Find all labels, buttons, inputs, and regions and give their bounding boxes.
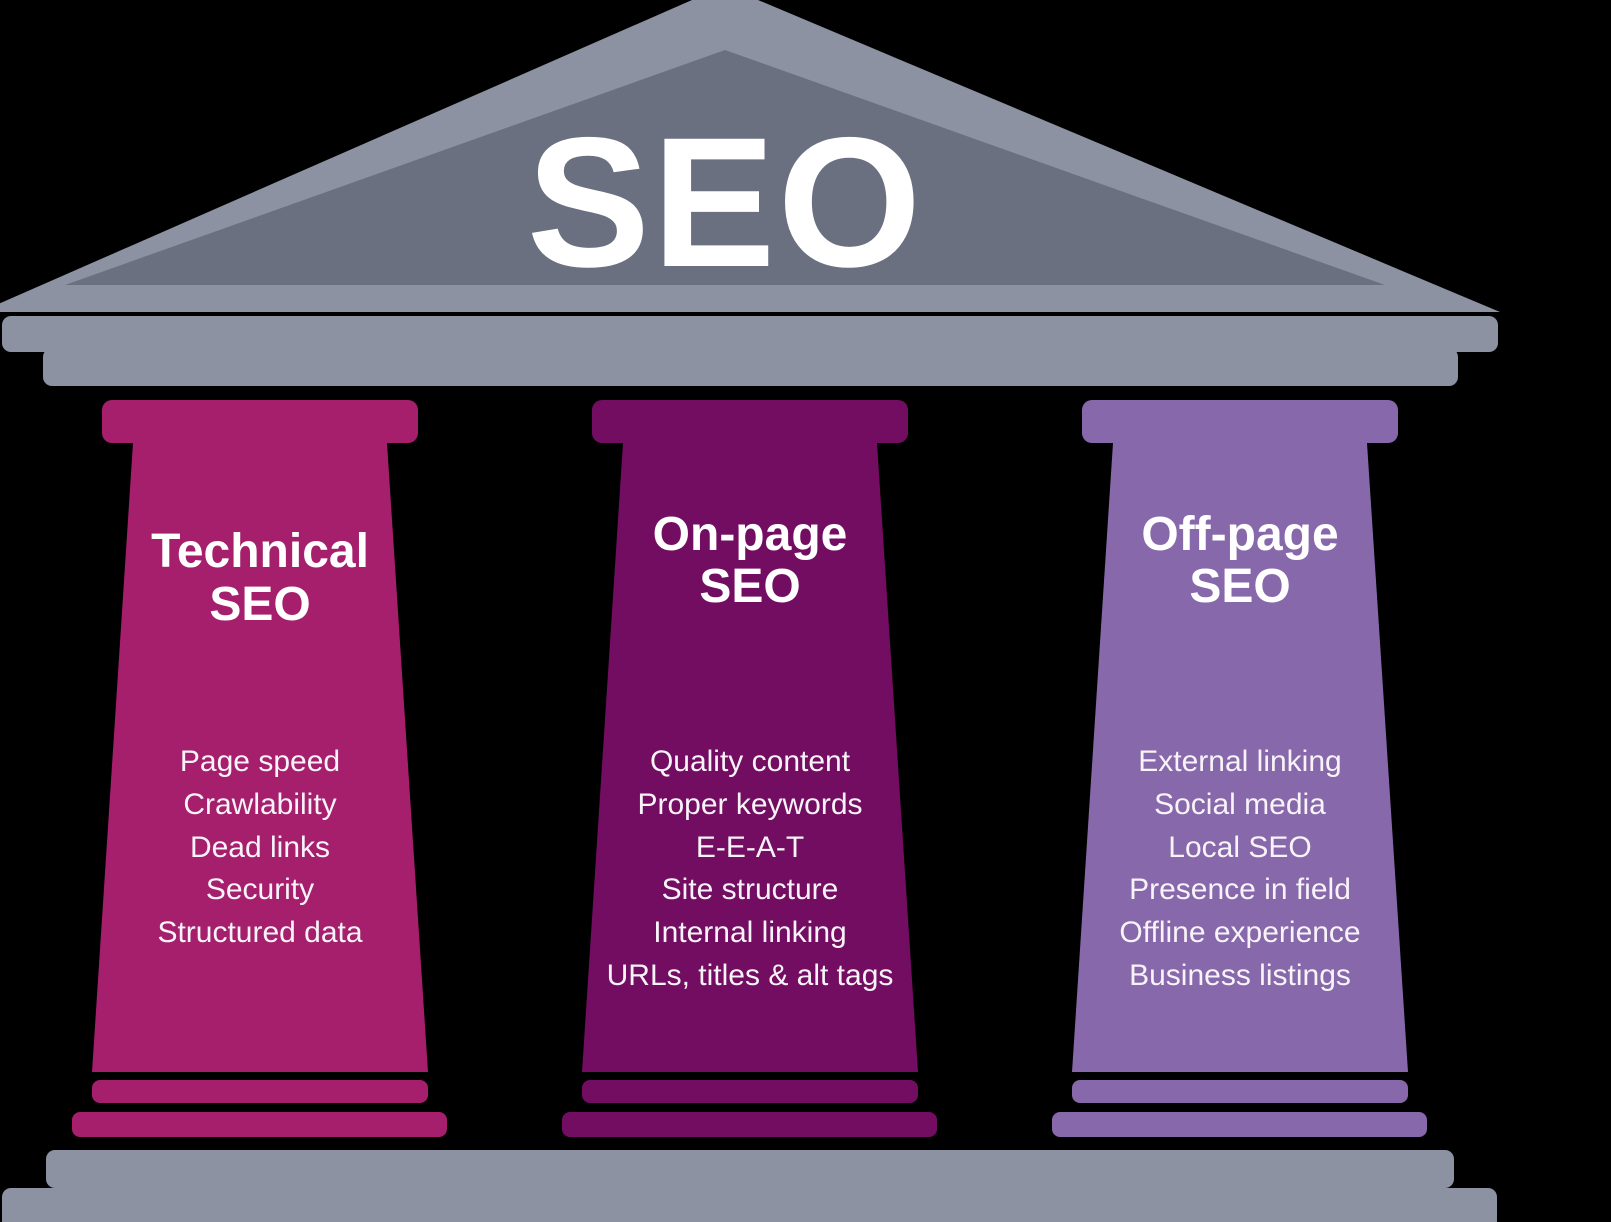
pediment: SEO [0, 0, 1500, 312]
list-item: Crawlability [183, 788, 336, 821]
pillar-technical-capital [102, 400, 418, 443]
list-item: Business listings [1129, 959, 1351, 992]
pillar-off-page-seo: Off-page SEO External linking Social med… [1052, 400, 1427, 1137]
pillar-technical-heading-line2: SEO [209, 578, 310, 631]
pillar-on-page-base-upper [582, 1080, 918, 1103]
pillar-technical-base-upper [92, 1080, 428, 1103]
list-item: External linking [1138, 745, 1341, 778]
list-item: Internal linking [653, 916, 846, 949]
pillar-technical-items: Page speed Crawlability Dead links Secur… [157, 745, 362, 949]
list-item: URLs, titles & alt tags [607, 959, 894, 992]
pillar-off-page-base-upper [1072, 1080, 1408, 1103]
pillar-off-page-heading-line1: Off-page [1141, 508, 1338, 561]
entablature [2, 316, 1498, 386]
list-item: Presence in field [1129, 873, 1351, 906]
pillar-off-page-heading-line2: SEO [1189, 560, 1290, 613]
pediment-inner-panel [65, 50, 1385, 285]
list-item: Offline experience [1119, 916, 1360, 949]
list-item: Site structure [662, 873, 839, 906]
pillar-on-page-seo: On-page SEO Quality content Proper keywo… [562, 400, 937, 1137]
base-step-upper [46, 1150, 1454, 1188]
pillar-on-page-capital [592, 400, 908, 443]
pillar-on-page-shaft [582, 443, 918, 1072]
pillar-on-page-items: Quality content Proper keywords E-E-A-T … [607, 745, 894, 992]
pillar-off-page-items: External linking Social media Local SEO … [1119, 745, 1360, 992]
list-item: E-E-A-T [696, 831, 804, 864]
pillar-off-page-capital [1082, 400, 1398, 443]
list-item: Quality content [650, 745, 851, 778]
pillar-on-page-heading-line1: On-page [653, 508, 848, 561]
pillar-on-page-base-lower [562, 1112, 937, 1137]
pillar-technical-seo: Technical SEO Page speed Crawlability De… [72, 400, 447, 1137]
base-steps [2, 1150, 1497, 1222]
list-item: Structured data [157, 916, 362, 949]
pediment-title: SEO [527, 100, 924, 306]
list-item: Dead links [190, 831, 330, 864]
pillar-technical-base-lower [72, 1112, 447, 1137]
base-step-lower [2, 1188, 1497, 1222]
list-item: Security [206, 873, 314, 906]
pillar-technical-heading-line1: Technical [151, 525, 369, 578]
pillar-on-page-heading-line2: SEO [699, 560, 800, 613]
pillar-technical-shaft [92, 443, 428, 1072]
list-item: Social media [1154, 788, 1326, 821]
list-item: Proper keywords [637, 788, 862, 821]
pillar-off-page-base-lower [1052, 1112, 1427, 1137]
pillar-off-page-shaft [1072, 443, 1408, 1072]
list-item: Page speed [180, 745, 340, 778]
entablature-upper-band [2, 316, 1498, 352]
entablature-lower-band [43, 348, 1458, 386]
list-item: Local SEO [1168, 831, 1311, 864]
